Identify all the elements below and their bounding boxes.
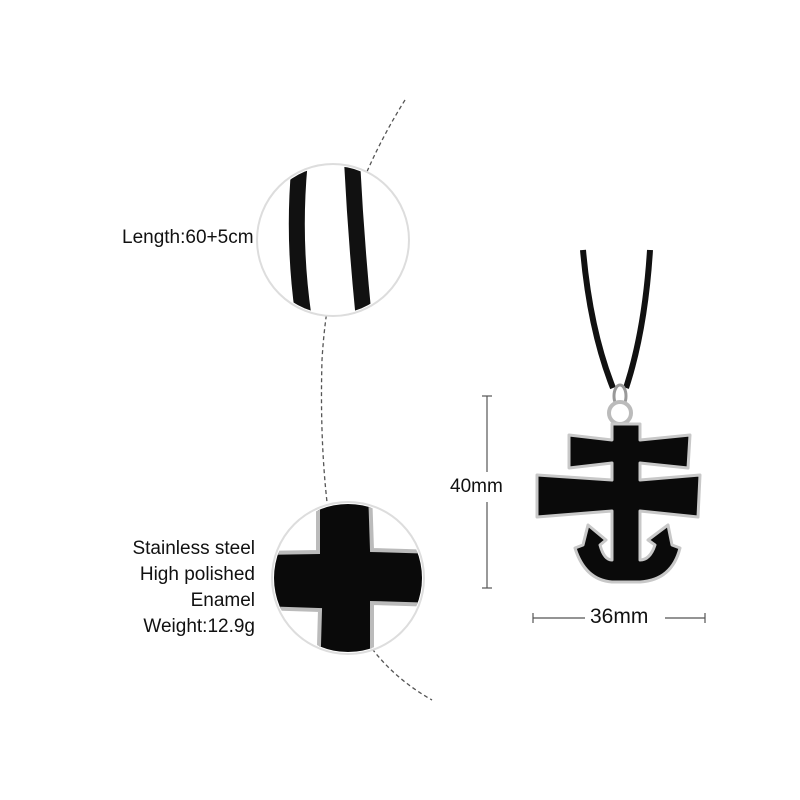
enamel-detail-circle [271,501,425,655]
spec-finish: High polished [139,564,255,585]
spec-weight: Weight:12.9g [143,616,255,637]
height-label: 40mm [450,474,503,500]
width-dimension-line [532,613,706,623]
spec-material: Stainless steel [132,538,255,559]
spec-enamel: Enamel [190,590,255,611]
length-label: Length:60+5cm [122,227,254,248]
height-dimension-line [482,395,492,589]
spec-list: Stainless steel High polished Enamel Wei… [132,536,255,640]
pendant-necklace [535,249,702,584]
cord-detail-circle [256,163,410,317]
width-label: 36mm [590,605,649,628]
